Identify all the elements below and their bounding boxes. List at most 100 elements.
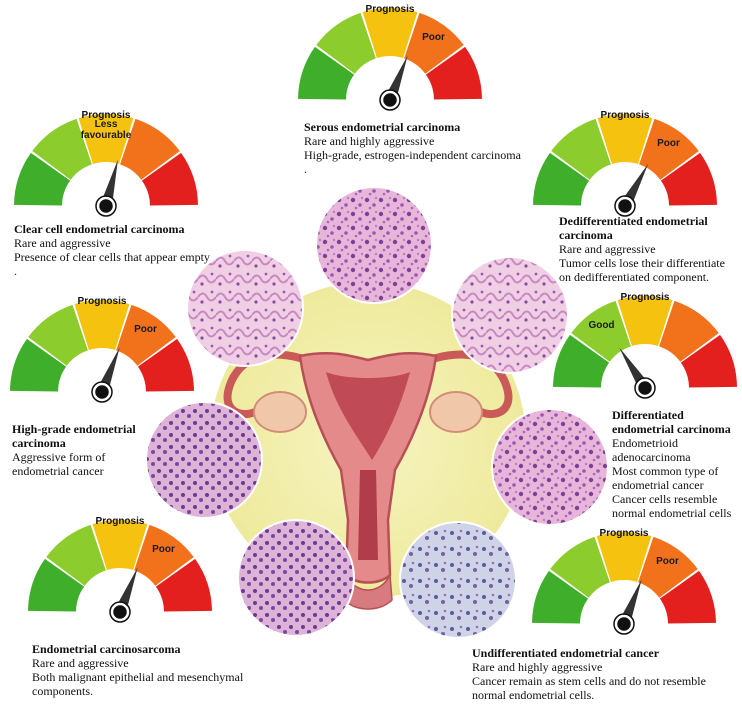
gauge-hub-ring xyxy=(614,195,636,217)
subtype-caption: Endometrial carcinosarcoma Rare and aggr… xyxy=(32,642,272,698)
subtype-line: Both malignant epithelial and mesenchyma… xyxy=(32,670,244,684)
prognosis-gauge: Poor Prognosis xyxy=(290,4,490,116)
prognosis-gauge: Poor Prognosis xyxy=(525,110,725,222)
subtype-line: Aggressive form of xyxy=(12,450,106,464)
prognosis-label: Prognosis xyxy=(600,110,650,121)
gauge-segment xyxy=(532,570,589,624)
gauge-segment xyxy=(316,12,376,74)
prognosis-level-label: Poor xyxy=(134,324,157,335)
prognosis-level-label: Poor xyxy=(656,556,679,567)
gauge-segment xyxy=(362,7,418,58)
subtype-line: Rare and aggressive xyxy=(559,242,656,256)
gauge-segment xyxy=(141,152,198,206)
gauge-hub xyxy=(635,378,655,398)
gauge-segment xyxy=(92,520,148,570)
gauge-hub xyxy=(614,614,634,634)
gauge-graphic: Poor xyxy=(532,532,716,635)
gauge-segment xyxy=(550,536,610,598)
subtype-line: Rare and aggressive xyxy=(32,656,129,670)
gauge-graphic: Poor xyxy=(533,114,717,217)
subtype-line: Presence of clear cells that appear empt… xyxy=(14,250,210,264)
subtype-line: High-grade, estrogen-independent carcino… xyxy=(304,148,521,162)
prognosis-level-label: Good xyxy=(588,320,614,331)
subtype-caption: Differentiated endometrial carcinoma End… xyxy=(612,408,742,520)
subtype-line: Rare and highly aggressive xyxy=(304,134,435,148)
gauge-segment xyxy=(404,12,464,74)
subtype-caption: Dedifferentiated endometrial carcinoma R… xyxy=(559,214,739,284)
serous-block: Poor Prognosis Serous endometrial carcin… xyxy=(290,4,521,184)
histology-image-upper-right xyxy=(451,256,569,374)
gauge-segment xyxy=(120,118,180,180)
gauge-graphic: Poor xyxy=(28,520,212,623)
gauge-hub xyxy=(110,602,130,622)
uterus-illustration xyxy=(223,350,513,610)
prognosis-gauge: Poor Prognosis xyxy=(2,296,202,408)
prognosis-label: Prognosis xyxy=(599,528,649,539)
subtype-line: Endometrioid xyxy=(612,436,678,450)
subtype-caption: Clear cell endometrial carcinoma Rare an… xyxy=(14,222,254,278)
prognosis-level-label: Poor xyxy=(422,32,445,43)
subtype-title: Dedifferentiated endometrial carcinoma xyxy=(559,214,708,242)
histology-image-lower-left xyxy=(237,519,355,637)
gauge-segment xyxy=(28,558,85,612)
subtype-line: adenocarcinoma xyxy=(612,450,691,464)
gauge-segment xyxy=(533,152,590,206)
gauge-segment xyxy=(155,558,212,612)
subtype-line: normal endometrial cells. xyxy=(472,688,595,702)
gauge-segment xyxy=(10,338,67,392)
gauge-segment xyxy=(680,334,737,388)
subtype-line: . xyxy=(14,264,17,278)
subtype-title: Undifferentiated endometrial cancer xyxy=(472,646,660,660)
histology-image-top xyxy=(315,186,433,304)
gauge-graphic: Poor xyxy=(10,300,194,403)
differentiated-block: Good Prognosis Differentiated endometria… xyxy=(548,292,742,532)
subtype-line: . xyxy=(304,162,307,176)
subtype-title: Serous endometrial carcinoma xyxy=(304,120,461,134)
histology-image-right xyxy=(491,408,609,526)
subtype-line: Rare and aggressive xyxy=(14,236,111,250)
subtype-title: Endometrial carcinosarcoma xyxy=(32,642,181,656)
gauge-segment xyxy=(639,118,699,180)
prognosis-level-label: Poor xyxy=(152,544,175,555)
prognosis-gauge: Poor Prognosis xyxy=(524,528,724,640)
histology-image-left xyxy=(145,401,263,519)
gauge-hub xyxy=(380,90,400,110)
gauge-segment xyxy=(659,300,719,362)
subtype-line: Rare and highly aggressive xyxy=(472,660,603,674)
carcinosarcoma-block: Poor Prognosis Endometrial carcinosarcom… xyxy=(10,516,270,701)
gauge-segment xyxy=(551,118,611,180)
gauge-segment xyxy=(659,570,716,624)
gauge-hub-ring xyxy=(379,89,401,111)
subtype-title: Differentiated endometrial carcinoma xyxy=(612,408,731,436)
prognosis-label: Prognosis xyxy=(620,292,670,303)
gauge-hub-ring xyxy=(95,195,117,217)
gauge-segment xyxy=(660,152,717,206)
subtype-caption: High-grade endometrial carcinoma Aggress… xyxy=(12,422,152,478)
subtype-line: normal endometrial cells xyxy=(612,506,732,520)
histology-image-lower-right xyxy=(399,521,517,639)
prognosis-gauge: Poor Prognosis xyxy=(20,516,220,628)
gauge-segment xyxy=(597,114,653,164)
subtype-title: High-grade endometrial carcinoma xyxy=(12,422,136,450)
subtype-line: components. xyxy=(32,684,93,698)
gauge-segment xyxy=(74,300,130,350)
gauge-segment xyxy=(638,536,698,598)
gauge-graphic: Poor xyxy=(298,7,482,111)
high-grade-block: Poor Prognosis High-grade endometrial ca… xyxy=(2,296,202,486)
subtype-line: Cancer remain as stem cells and do not r… xyxy=(472,674,706,688)
prognosis-label: Prognosis xyxy=(77,296,127,307)
dedifferentiated-block: Poor Prognosis Dedifferentiated endometr… xyxy=(525,110,740,290)
gauge-segment xyxy=(425,46,482,100)
subtype-caption: Undifferentiated endometrial cancer Rare… xyxy=(472,646,740,702)
subtype-title: Clear cell endometrial carcinoma xyxy=(14,222,185,236)
subtype-line: Cancer cells resemble xyxy=(612,492,718,506)
gauge-segment xyxy=(28,304,88,366)
gauge-segment xyxy=(78,114,134,164)
gauge-segment xyxy=(617,296,673,346)
gauge-hub-ring xyxy=(91,381,113,403)
